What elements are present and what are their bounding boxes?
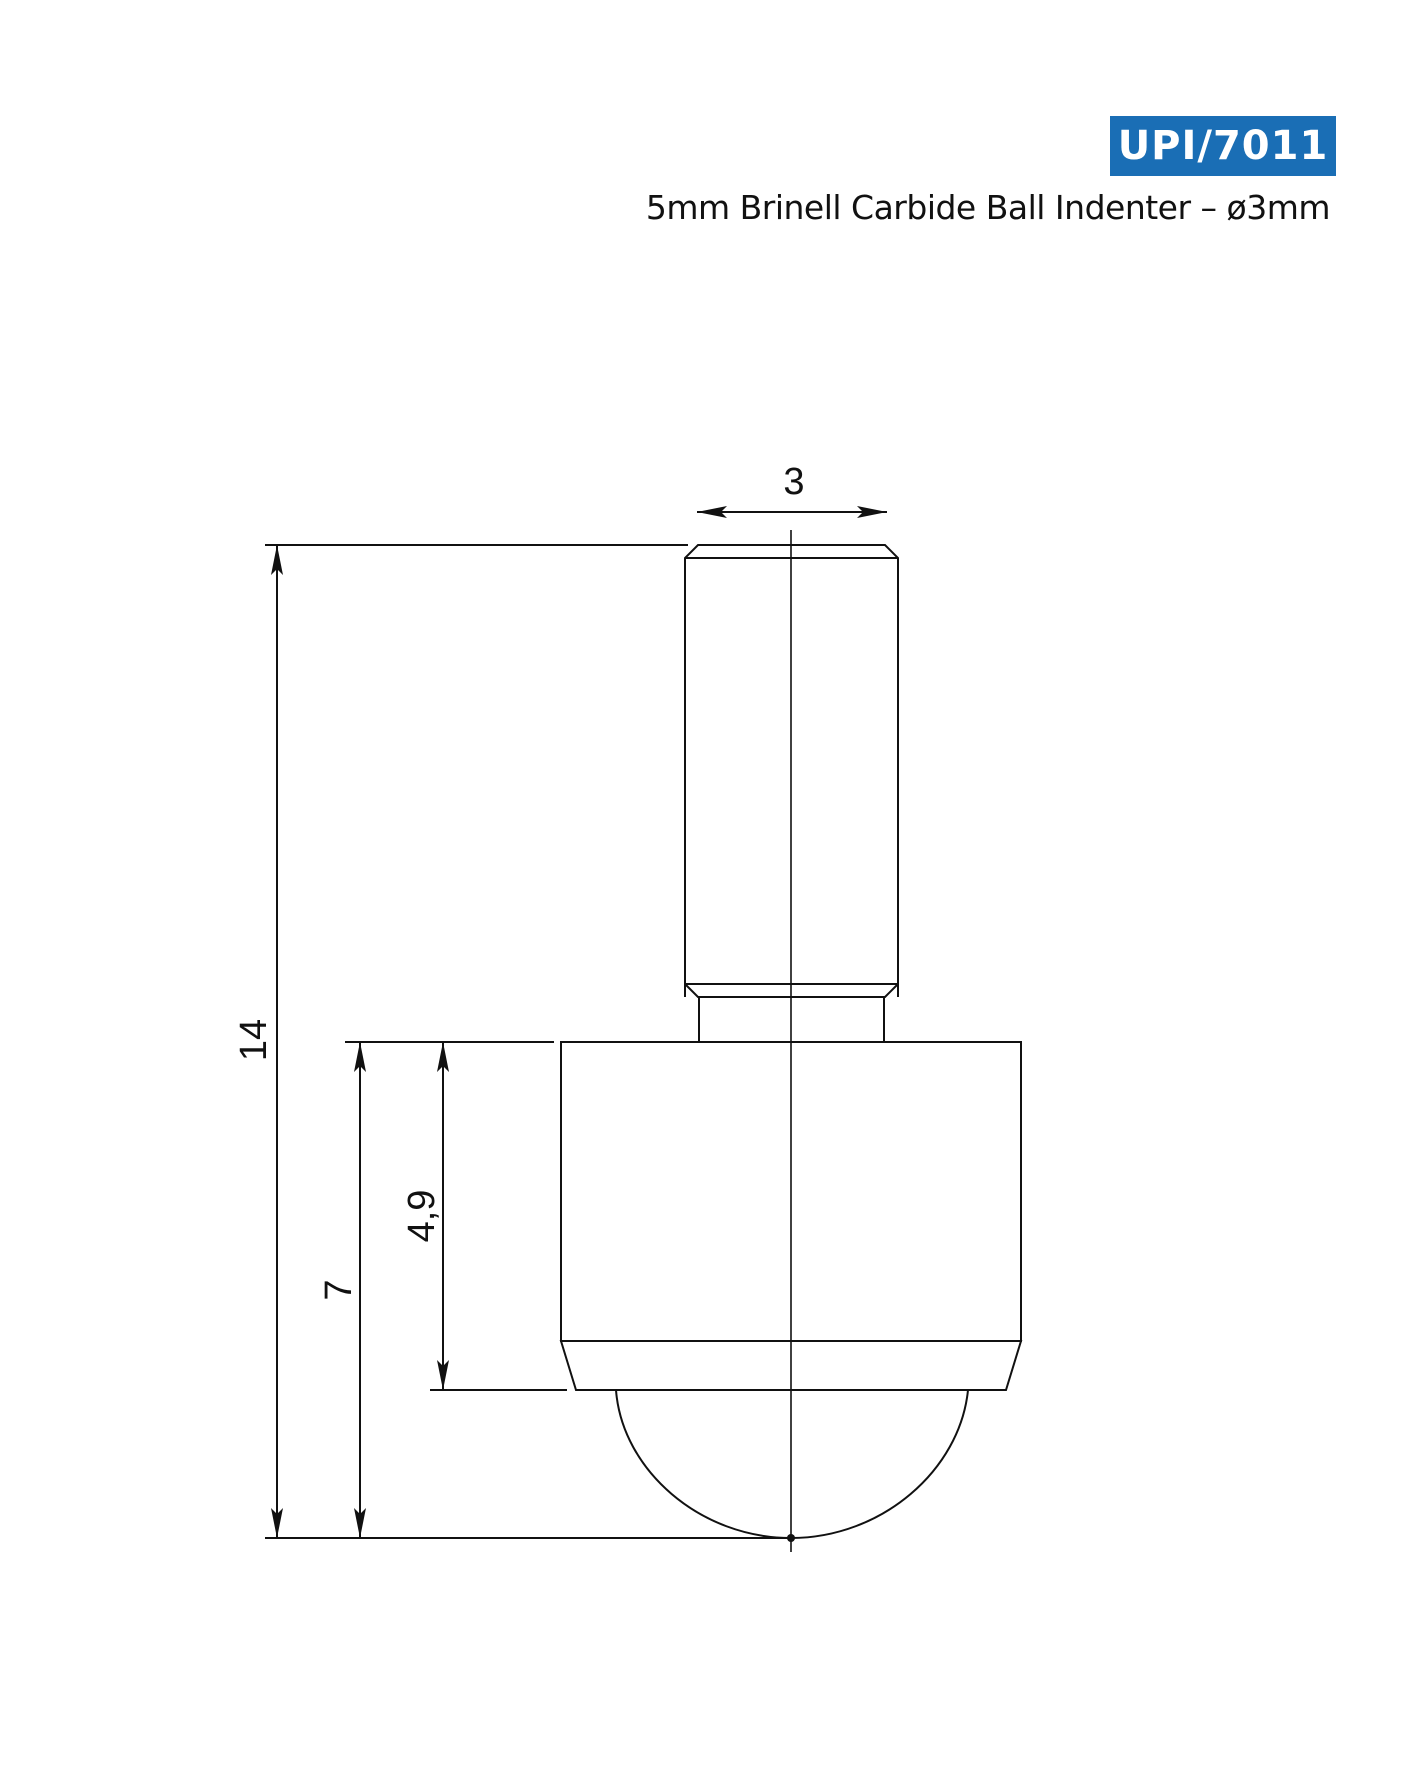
neck-outline: [698, 997, 885, 1042]
dim-label-shank-diameter: 3: [783, 461, 804, 503]
dim-label-overall-length: 14: [233, 1019, 275, 1061]
body-outline: [559, 1041, 1023, 1391]
dim-label-body-to-tip: 7: [318, 1279, 360, 1300]
part-number-badge: UPI/7011: [1110, 116, 1336, 176]
dim-label-body-height: 4,9: [401, 1190, 443, 1243]
tip-point: [787, 1534, 795, 1542]
product-title: 5mm Brinell Carbide Ball Indenter – ø3mm: [645, 188, 1331, 227]
ball-outline: [615, 1389, 969, 1540]
shank-outline: [684, 544, 899, 998]
